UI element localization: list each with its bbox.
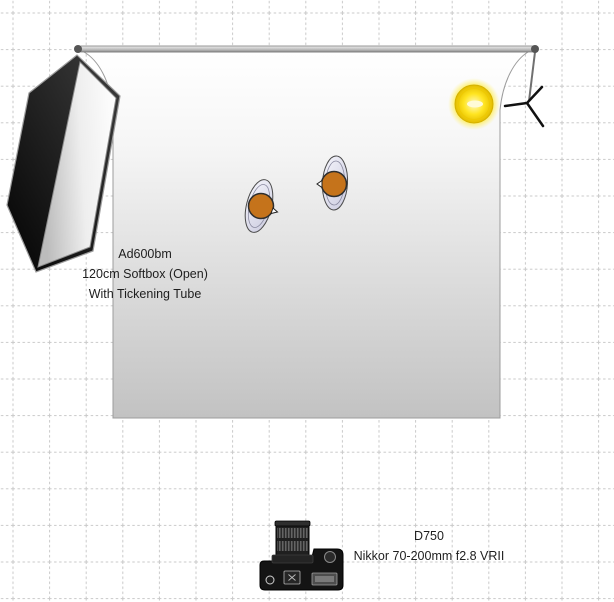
camera-top-view-icon xyxy=(259,520,344,591)
person-top-view-icon xyxy=(316,155,349,211)
camera-label: D750 Nikkor 70-200mm f2.8 VRII xyxy=(339,526,519,566)
softbox-label-line-2: 120cm Softbox (Open) xyxy=(82,267,208,281)
viewfinder-mark xyxy=(288,574,296,581)
lens-zoom-ring xyxy=(277,541,308,551)
person-head xyxy=(320,170,348,198)
pole-end-cap-left xyxy=(74,45,82,53)
flash-head-icon xyxy=(448,78,500,130)
lens-focus-ring xyxy=(277,528,308,538)
stand-upright xyxy=(528,51,536,102)
flash-inner-ring xyxy=(458,88,490,120)
softbox-icon xyxy=(6,54,121,273)
crossbar-pole xyxy=(77,45,537,53)
softbox-label: Ad600bm 120cm Softbox (Open) With Ticken… xyxy=(55,244,235,304)
backdrop-stand-icon xyxy=(74,45,545,128)
person-nose xyxy=(270,207,279,215)
flash-highlight xyxy=(467,100,483,108)
camera-lens xyxy=(275,521,310,560)
softbox-label-line-3: With Tickening Tube xyxy=(88,287,202,301)
lens-front xyxy=(274,520,311,527)
softbox-label-line-1: Ad600bm xyxy=(118,247,172,261)
top-lcd-screen xyxy=(315,576,334,582)
softbox-diffuser xyxy=(37,60,117,268)
camera-label-line-1: D750 xyxy=(414,529,444,543)
backdrop-paper-icon xyxy=(82,51,530,419)
lens-mount xyxy=(271,554,314,564)
pole-end-cap-right xyxy=(531,45,539,53)
mode-dial xyxy=(324,551,336,563)
stand-tripod-legs xyxy=(503,85,545,128)
person-head xyxy=(247,192,275,220)
person-top-view-icon xyxy=(244,179,279,233)
person-nose xyxy=(316,179,323,189)
camera-label-line-2: Nikkor 70-200mm f2.8 VRII xyxy=(353,549,505,563)
release-mode-dial xyxy=(265,575,275,585)
